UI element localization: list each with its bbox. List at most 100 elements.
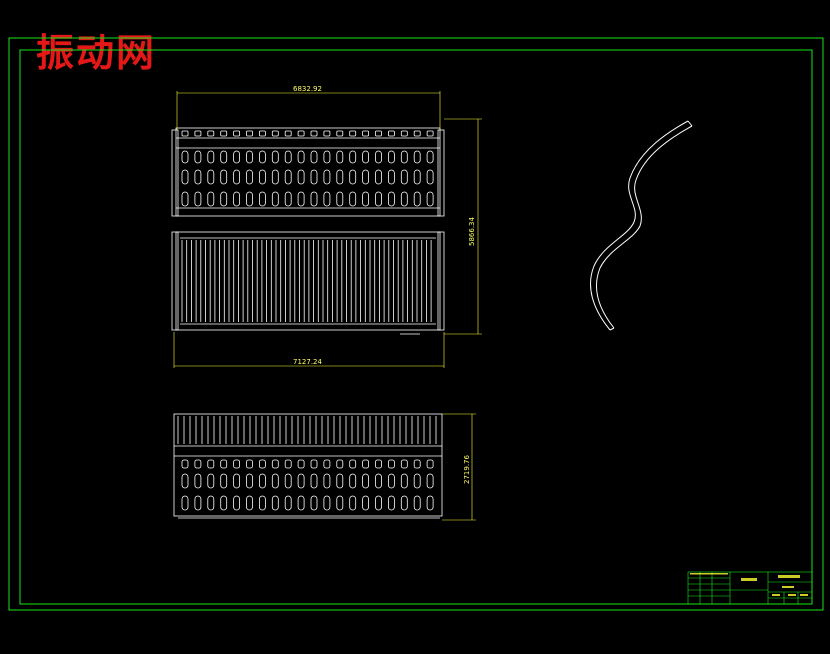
side-screen-slot <box>362 473 370 489</box>
screen-slot <box>413 191 421 207</box>
screen-slot <box>271 191 279 207</box>
side-tab-slot <box>181 459 189 469</box>
tab-slot <box>271 130 279 137</box>
tab-slot <box>323 130 331 137</box>
screen-slot <box>220 169 228 185</box>
screen-slot <box>310 191 318 207</box>
screen-slot <box>323 150 331 164</box>
side-tab-slot <box>375 459 382 469</box>
screen-slot <box>362 191 370 207</box>
screen-slot <box>246 191 253 207</box>
side-screen-slot <box>323 495 331 511</box>
side-screen-slot <box>349 495 357 511</box>
screen-slot <box>336 150 344 164</box>
side-screen-slot <box>323 473 331 489</box>
screen-slot <box>375 169 382 185</box>
screen-slot <box>400 191 408 207</box>
screen-slot <box>271 169 279 185</box>
lower-panel-bars <box>181 240 432 322</box>
tab-slot <box>336 130 344 137</box>
screen-slot <box>375 150 382 164</box>
side-screen-slot <box>246 473 253 489</box>
tab-slot <box>400 130 408 137</box>
screen-slot <box>310 169 318 185</box>
dimension-overall-height <box>444 118 482 335</box>
side-screen-slot <box>400 473 408 489</box>
side-screen-slot <box>375 495 382 511</box>
screen-slot <box>194 150 202 164</box>
tab-slot <box>220 130 228 137</box>
side-screen-slot <box>400 495 408 511</box>
dimension-label-top-width: 6832.92 <box>293 85 322 93</box>
side-screen-slot <box>194 495 202 511</box>
side-tab-slot <box>349 459 357 469</box>
screen-slot <box>284 169 292 185</box>
outer-sheet-border <box>8 37 824 611</box>
screen-slot <box>336 169 344 185</box>
tab-slot <box>297 130 305 137</box>
side-screen-slot <box>426 495 434 511</box>
screen-slot <box>246 169 253 185</box>
curved-profile-section <box>590 120 693 331</box>
screen-slot <box>233 191 241 207</box>
dimension-label-bottom-width: 7127.24 <box>293 358 322 366</box>
side-screen-slot <box>336 473 344 489</box>
side-screen-slot <box>233 495 241 511</box>
side-tab-slot <box>297 459 305 469</box>
tab-slot <box>387 130 395 137</box>
screen-slot <box>349 150 357 164</box>
screen-slot <box>194 191 202 207</box>
screen-slot <box>207 191 215 207</box>
side-screen-slot <box>258 495 266 511</box>
screen-slot <box>220 191 228 207</box>
side-tab-slot <box>387 459 395 469</box>
side-tab-slot <box>323 459 331 469</box>
side-view-slots <box>177 416 437 511</box>
side-view-panel <box>173 413 443 519</box>
tab-slot <box>246 130 253 137</box>
tab-slot <box>284 130 292 137</box>
screen-slot <box>426 150 434 164</box>
screen-slot <box>310 150 318 164</box>
side-tab-slot <box>284 459 292 469</box>
tab-slot <box>181 130 189 137</box>
dimension-label-overall-height: 5866.34 <box>468 217 476 246</box>
screen-slot <box>362 150 370 164</box>
screen-slot <box>258 169 266 185</box>
side-screen-slot <box>194 473 202 489</box>
screen-slot <box>207 150 215 164</box>
screen-slot <box>297 150 305 164</box>
tab-slot <box>233 130 241 137</box>
side-screen-slot <box>181 495 189 511</box>
screen-slot <box>413 150 421 164</box>
screen-slot <box>387 150 395 164</box>
side-screen-slot <box>233 473 241 489</box>
dimension-label-side-height: 2719.76 <box>463 455 471 484</box>
screen-slot <box>284 191 292 207</box>
side-screen-slot <box>181 473 189 489</box>
side-tab-slot <box>362 459 370 469</box>
side-screen-slot <box>387 473 395 489</box>
screen-slot <box>233 169 241 185</box>
title-block <box>687 571 813 605</box>
side-tab-slot <box>246 459 253 469</box>
side-tab-slot <box>271 459 279 469</box>
side-screen-slot <box>271 495 279 511</box>
side-screen-slot <box>220 473 228 489</box>
side-tab-slot <box>220 459 228 469</box>
side-tab-slot <box>194 459 202 469</box>
side-screen-slot <box>246 495 253 511</box>
screen-slot <box>297 191 305 207</box>
screen-slot <box>336 191 344 207</box>
screen-slot <box>181 169 189 185</box>
side-screen-slot <box>310 473 318 489</box>
screen-slot <box>400 150 408 164</box>
tab-slot <box>375 130 382 137</box>
screen-slot <box>258 150 266 164</box>
screen-slot <box>181 150 189 164</box>
side-screen-slot <box>362 495 370 511</box>
screen-slot <box>387 169 395 185</box>
screen-slot <box>271 150 279 164</box>
side-tab-slot <box>233 459 241 469</box>
